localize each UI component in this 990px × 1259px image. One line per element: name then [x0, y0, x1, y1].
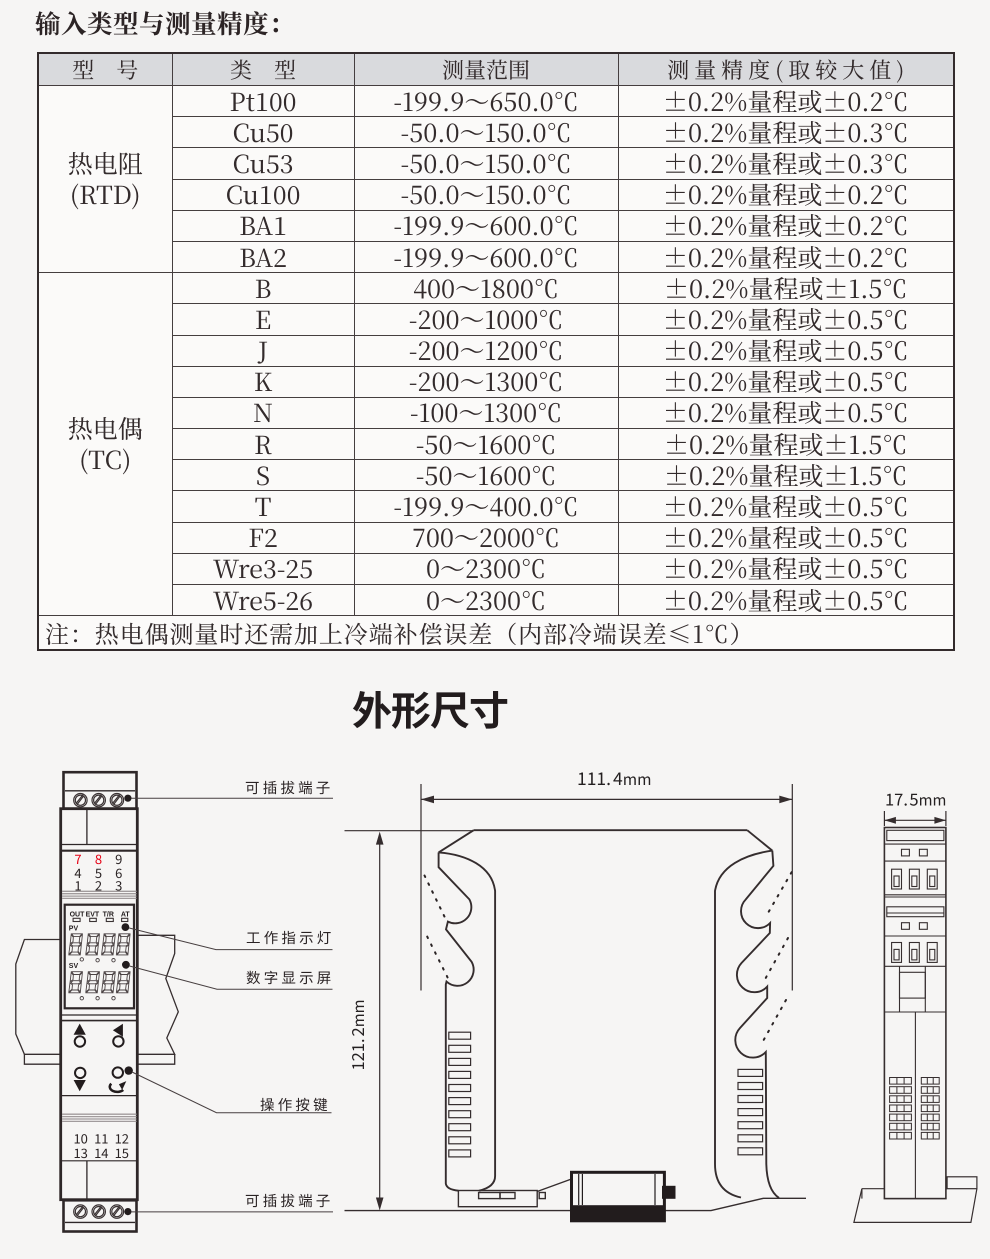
svg-text:6: 6 [115, 863, 122, 882]
svg-text:13: 13 [73, 1143, 87, 1162]
svg-text:7: 7 [74, 849, 81, 868]
svg-text:14: 14 [94, 1143, 108, 1162]
svg-text:PV: PV [69, 923, 79, 933]
svg-text:OUT: OUT [70, 909, 86, 919]
svg-text:3: 3 [115, 875, 122, 894]
svg-text:11: 11 [94, 1129, 108, 1148]
svg-text:EVT: EVT [86, 909, 100, 919]
svg-text:SV: SV [69, 961, 79, 971]
svg-text:2: 2 [95, 875, 102, 894]
svg-text:9: 9 [115, 849, 122, 868]
svg-text:17.5mm: 17.5mm [885, 787, 946, 811]
svg-text:111.4mm: 111.4mm [577, 766, 651, 791]
svg-text:4: 4 [74, 863, 81, 882]
svg-text:15: 15 [115, 1143, 129, 1162]
svg-text:T/R: T/R [103, 909, 114, 919]
svg-text:5: 5 [95, 863, 102, 882]
svg-text:121.2mm: 121.2mm [345, 999, 369, 1070]
svg-text:10: 10 [73, 1129, 87, 1148]
svg-text:12: 12 [115, 1129, 129, 1148]
svg-text:8: 8 [95, 849, 102, 868]
svg-text:AT: AT [121, 909, 131, 919]
svg-text:1: 1 [74, 875, 81, 894]
